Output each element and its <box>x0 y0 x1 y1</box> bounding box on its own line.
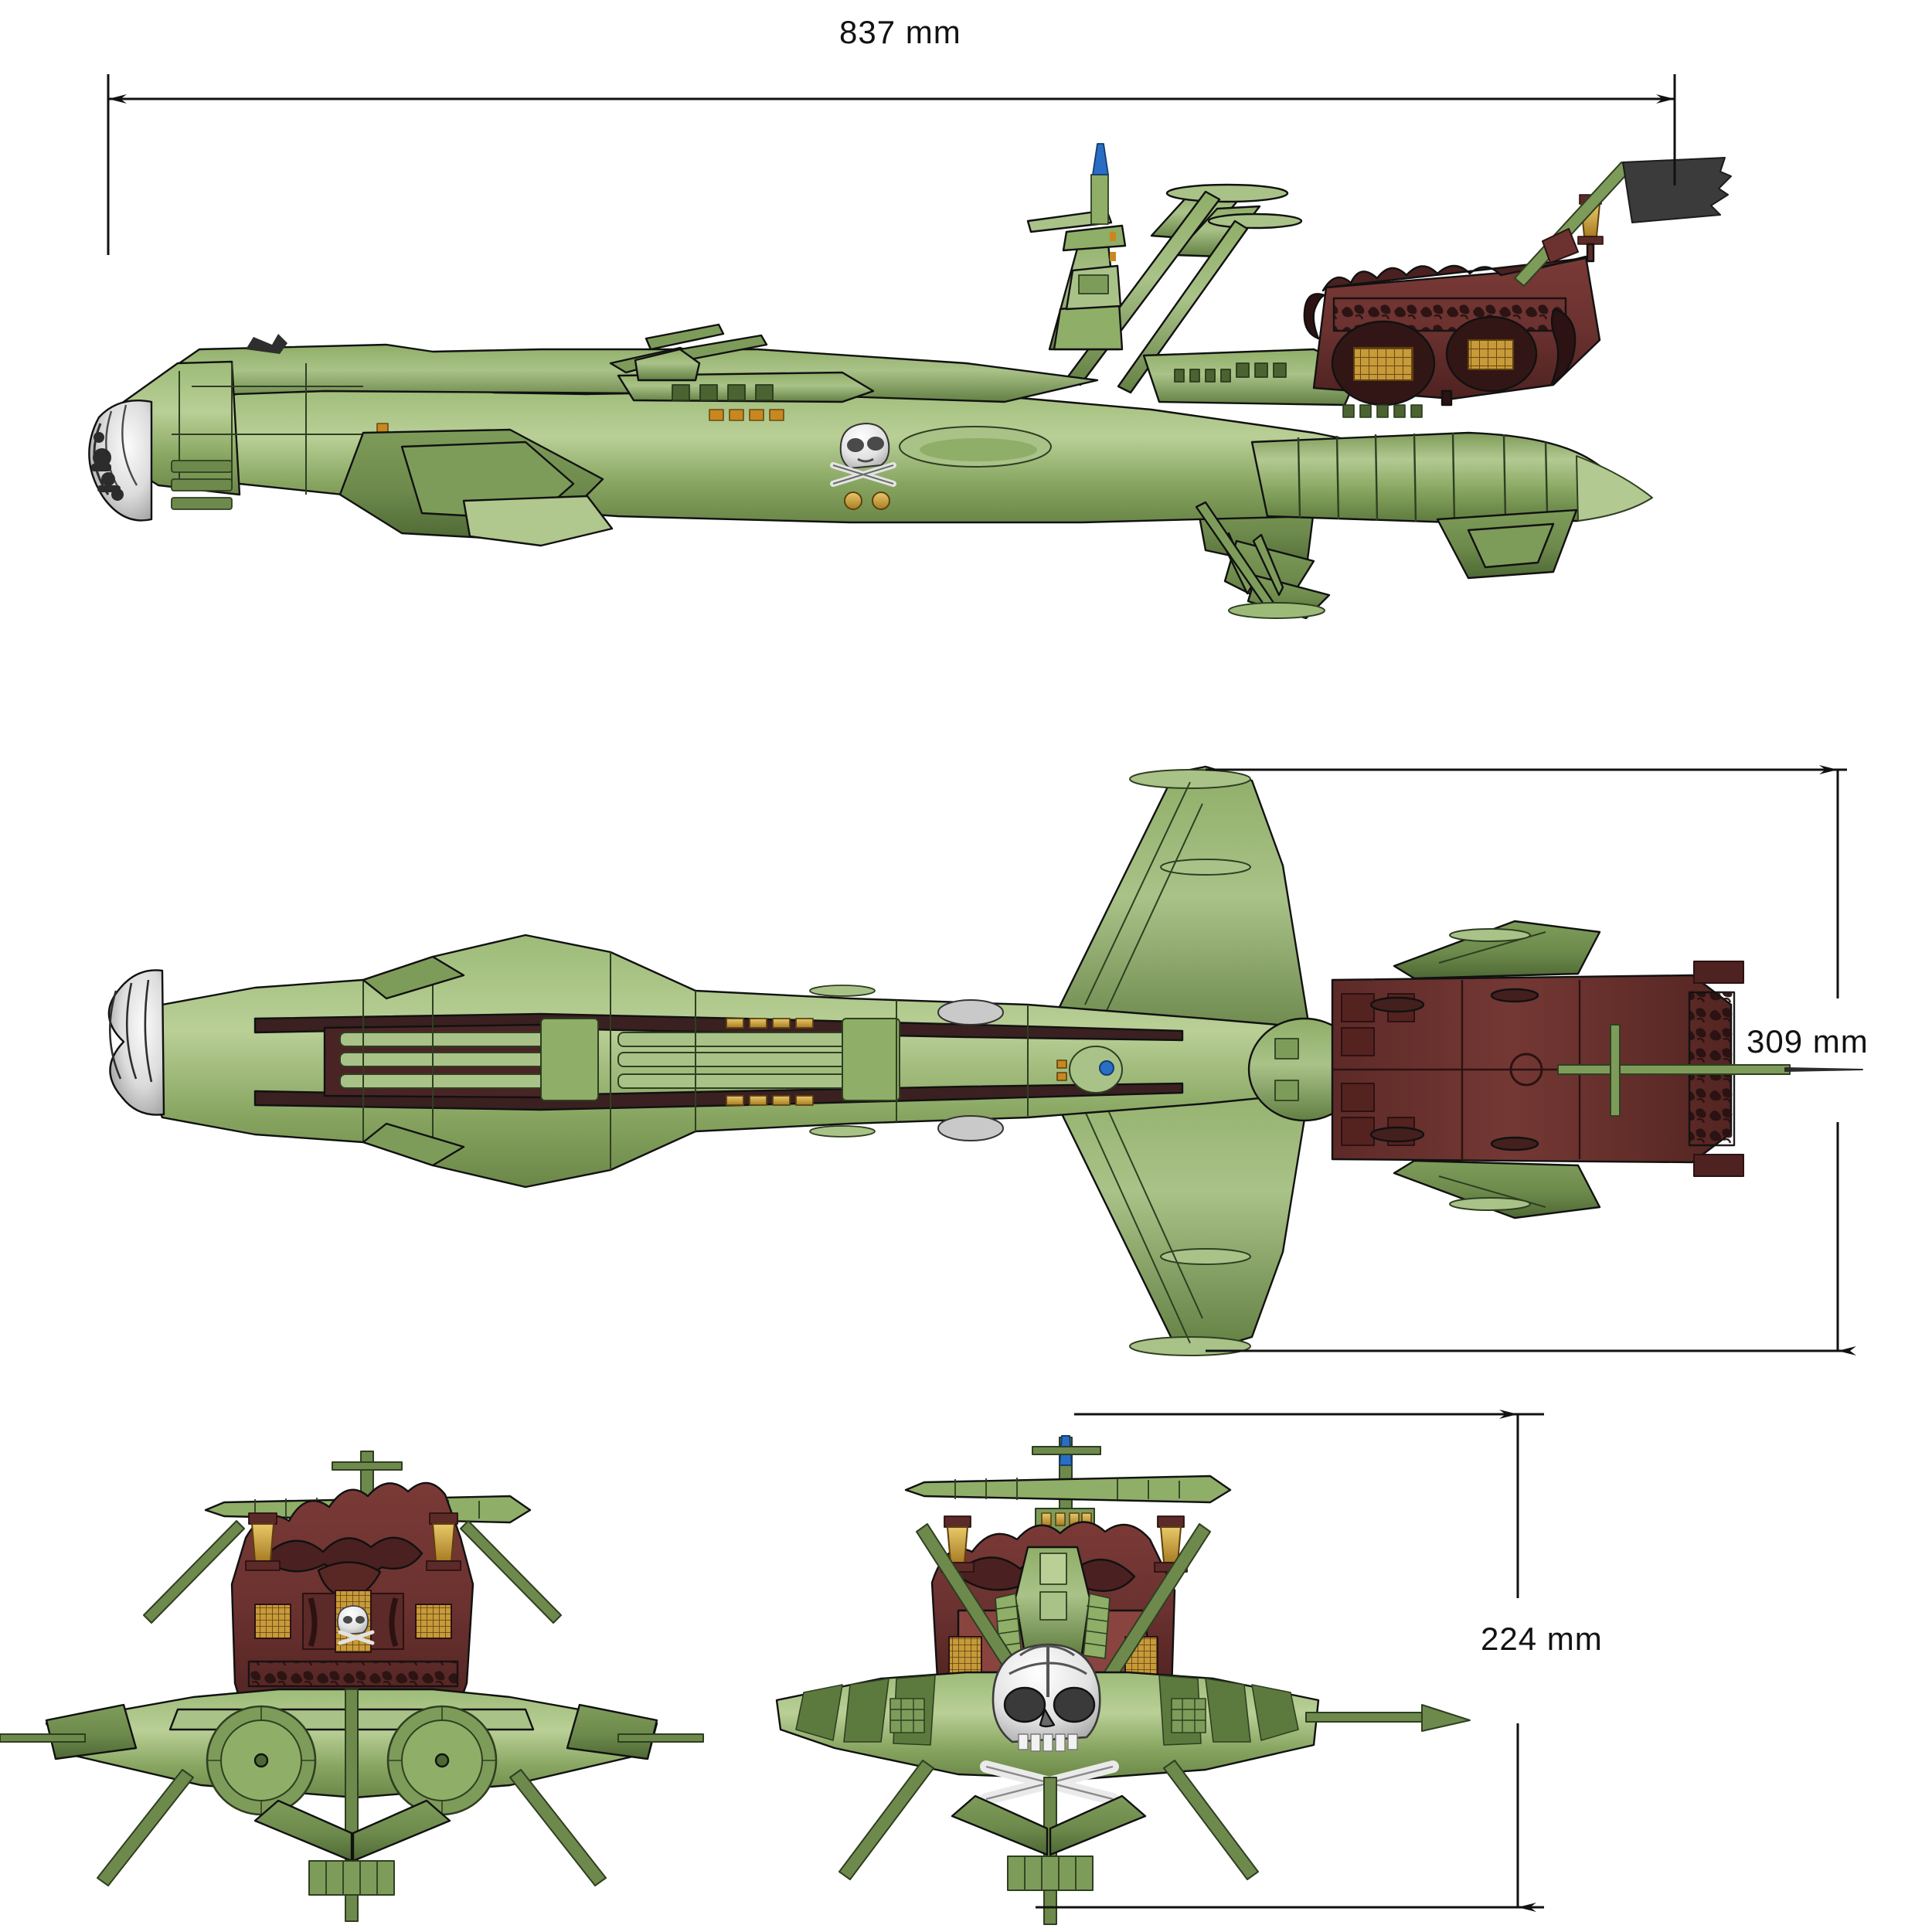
rear-view-ship <box>0 1451 704 1922</box>
front-skull-figurehead <box>980 1643 1119 1805</box>
side-view-ship <box>88 143 1732 620</box>
dimension-width-label: 309 mm <box>1740 1022 1875 1062</box>
rear-skull-emblem <box>335 1590 375 1653</box>
rear-lantern-left <box>245 1512 281 1571</box>
rear-lantern-right <box>426 1512 461 1571</box>
top-view-stern-deck <box>1331 961 1863 1177</box>
dimension-length-label: 837 mm <box>833 12 968 53</box>
hull-skull-emblem <box>830 423 896 487</box>
top-view-ship <box>107 765 1863 1356</box>
front-view-ship <box>775 1435 1471 1925</box>
rear-engine-nozzles <box>206 1705 498 1816</box>
dimension-height-label: 224 mm <box>1475 1619 1609 1659</box>
side-view-stern-castle <box>1303 157 1732 406</box>
